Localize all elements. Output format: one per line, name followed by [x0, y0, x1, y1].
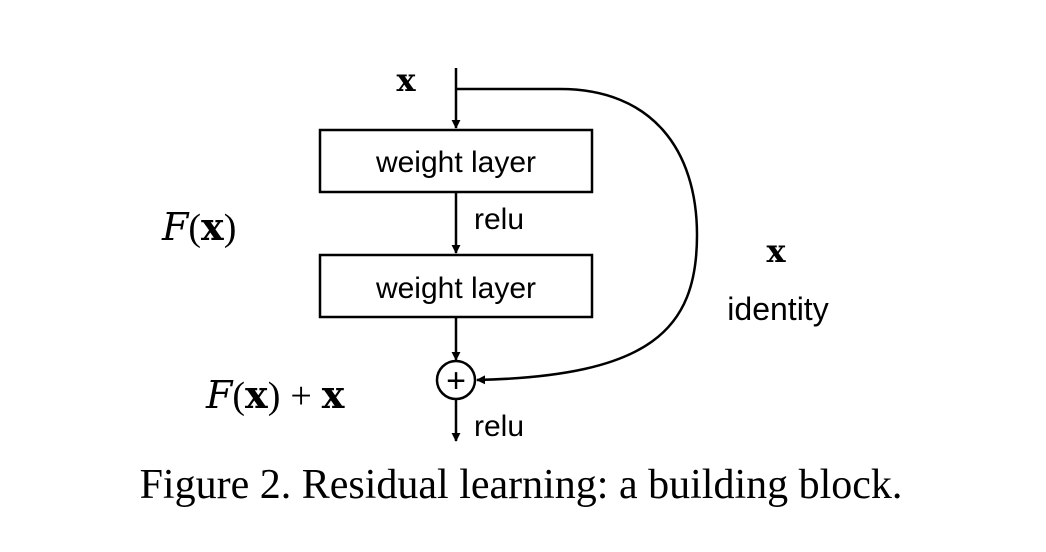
weight-layer-1: weight layer	[318, 128, 594, 194]
output-expression-symbol: F	[205, 373, 234, 417]
figure-caption: Figure 2. Residual learning: a building …	[140, 462, 903, 508]
weight-layer-2-label: weight layer	[375, 272, 536, 305]
residual-function-close-paren: )	[224, 207, 237, 249]
shortcut-variable-label: x	[766, 232, 786, 270]
output-expression-label: F(x)+x	[205, 372, 345, 417]
identity-shortcut-arrow	[456, 87, 699, 385]
residual-function-symbol: F	[161, 205, 190, 249]
output-relu-label: relu	[474, 410, 524, 443]
output-expression-close-paren: )	[268, 375, 281, 417]
input-label: x	[396, 61, 416, 99]
weight-layer-2: weight layer	[318, 253, 594, 319]
output-expression-addend: x	[322, 372, 345, 417]
residual-function-label: F(x)	[161, 204, 236, 249]
residual-function-open-paren: (	[188, 207, 201, 249]
weight-layer-1-label: weight layer	[375, 146, 536, 179]
output-expression-open-paren: (	[232, 375, 245, 417]
weight-layer-2-box	[318, 253, 594, 319]
inner-relu-label: relu	[474, 203, 524, 236]
output-expression-argument: x	[245, 372, 268, 417]
output-expression-operator: +	[290, 375, 311, 417]
shortcut-identity-label: identity	[727, 291, 828, 327]
residual-function-argument: x	[201, 204, 224, 249]
sum-node-symbol: +	[446, 362, 466, 400]
sum-node: +	[435, 359, 477, 401]
